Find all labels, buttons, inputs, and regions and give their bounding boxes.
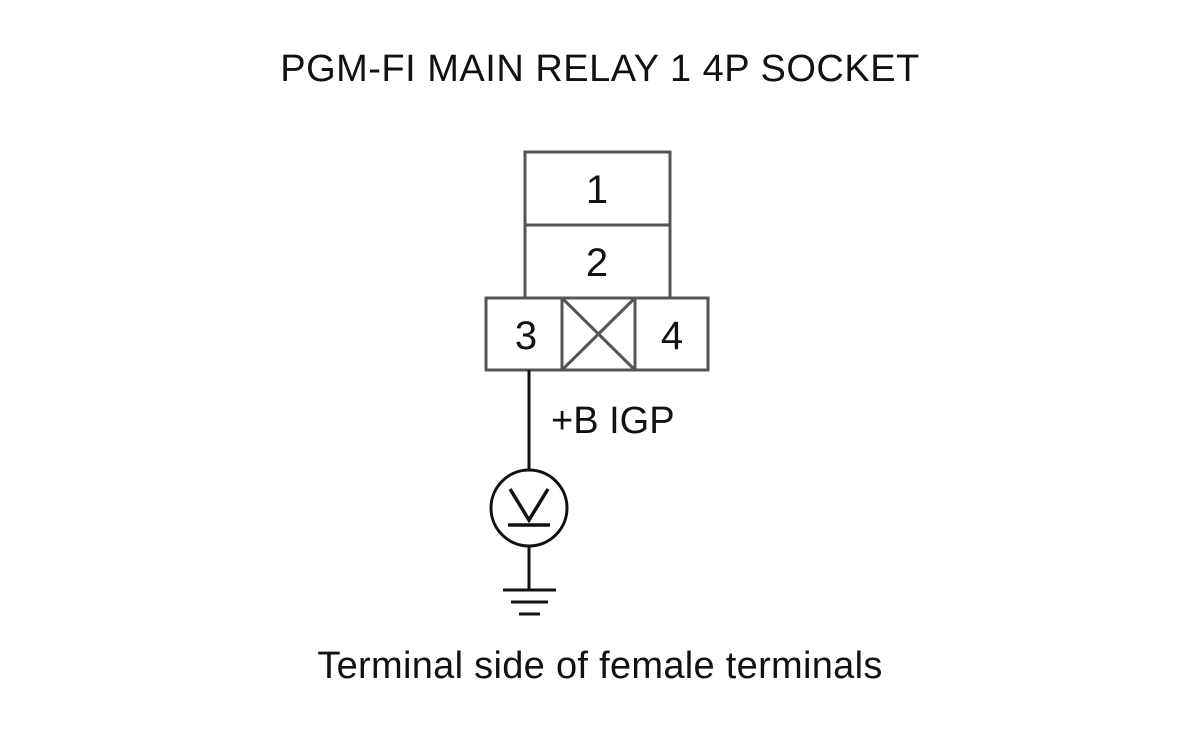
blocked-cavity-icon [560, 296, 637, 372]
terminal-1-number: 1 [586, 168, 608, 212]
ground-icon [503, 588, 556, 616]
terminal-2-number: 2 [586, 241, 608, 285]
wire-label: +B IGP [551, 400, 675, 442]
diagram-caption: Terminal side of female terminals [317, 645, 883, 687]
connector-bottom-row [484, 296, 710, 372]
terminal-4-number: 4 [661, 314, 683, 358]
diagram-title: PGM-FI MAIN RELAY 1 4P SOCKET [280, 48, 920, 90]
terminal-3-number: 3 [515, 314, 537, 358]
voltmeter-icon [489, 468, 569, 548]
